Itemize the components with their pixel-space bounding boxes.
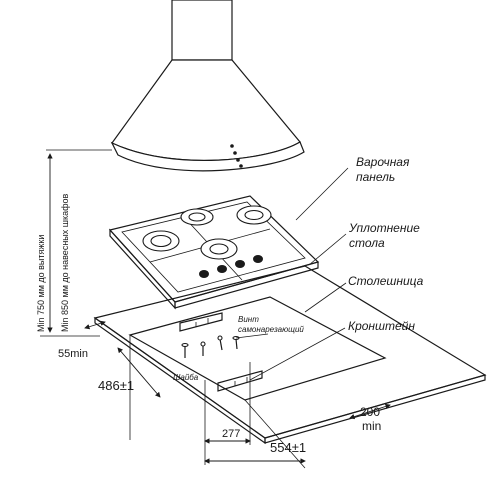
half-width-dimension: 277 [222, 428, 240, 440]
dimension-lines [84, 320, 391, 469]
table-seal-label-line2: стола [349, 236, 385, 250]
side-min-dimension-value: 200 [360, 405, 380, 419]
width-dimension: 554±1 [270, 440, 306, 455]
depth-dimension: 486±1 [98, 378, 134, 393]
screw-label-line1: Винт [238, 315, 259, 324]
washer-label: Шайба [173, 373, 199, 382]
cooktop-label-line2: панель [356, 170, 395, 184]
burners [142, 205, 272, 260]
side-min-dimension-unit: min [362, 419, 381, 433]
screw-label-line2: самонарезающий [238, 325, 304, 334]
cooktop-label-line1: Варочная [356, 155, 410, 169]
control-knobs [199, 255, 263, 278]
countertop-label: Столешница [348, 274, 424, 288]
table-seal-label-line1: Уплотнение [348, 221, 420, 235]
bracket-top [179, 312, 223, 332]
vertical-clearance-dimension [40, 149, 112, 337]
range-hood [110, 0, 305, 172]
bracket-label: Кронштейн [348, 319, 415, 333]
screw-set [181, 335, 240, 358]
bracket-bottom [217, 370, 263, 392]
leader-lines [235, 167, 349, 381]
countertop [93, 265, 487, 445]
cabinet-clearance-label: Min 850 мм до навесных шкафов [60, 193, 70, 332]
edge-min-dimension: 55min [58, 348, 88, 360]
countertop-cutout [128, 296, 387, 401]
hood-clearance-label: Min 750 мм до вытяжки [36, 235, 46, 332]
